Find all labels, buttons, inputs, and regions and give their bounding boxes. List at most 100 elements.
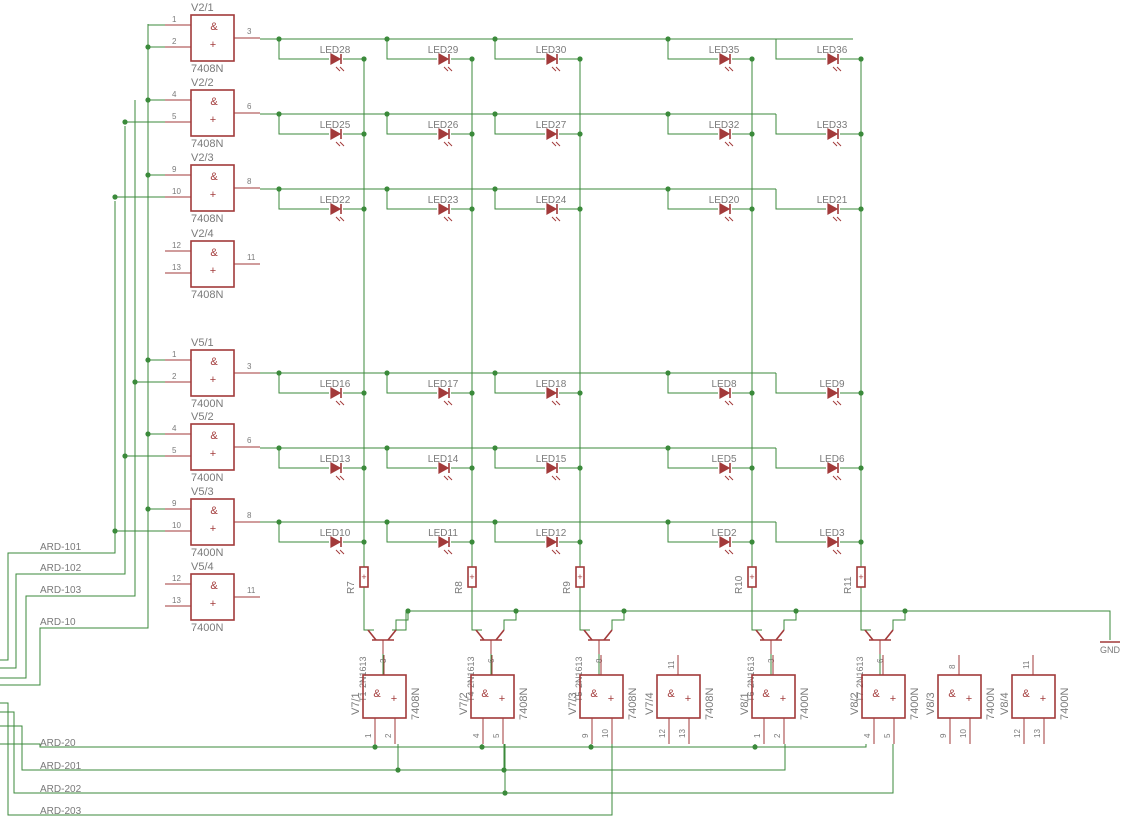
gate-and-symbol: & (481, 688, 489, 700)
gate-type: 7408N (410, 688, 422, 720)
junction-dot (145, 44, 151, 50)
led-triangle (546, 52, 558, 66)
led: LED15 (536, 454, 567, 481)
led-light-arrow (832, 400, 838, 406)
led-branch (278, 448, 329, 469)
led-light-arrow (724, 216, 730, 222)
led-label: LED6 (819, 454, 844, 465)
led-triangle (438, 127, 450, 141)
gate-name: V5/1 (191, 337, 214, 349)
pin-number: 13 (172, 263, 181, 272)
led-light-arrow (728, 549, 734, 555)
led-light-arrow (447, 400, 453, 406)
led: LED29 (428, 45, 459, 72)
led-branch (386, 448, 437, 469)
led-light-arrow (724, 400, 730, 406)
led-light-arrow (836, 141, 842, 147)
gate-power-symbol: + (499, 693, 505, 705)
led-label: LED12 (536, 528, 567, 539)
gate-type: 7408N (191, 289, 223, 301)
led-light-arrow (443, 400, 449, 406)
junction-dot (145, 97, 151, 103)
led-light-arrow (555, 216, 561, 222)
gate-and-symbol: & (210, 356, 218, 368)
led-branch (386, 39, 437, 60)
gate-type: 7408N (191, 138, 223, 150)
led: LED24 (536, 195, 567, 222)
pin-number: 11 (1022, 660, 1031, 669)
led-label: LED28 (320, 45, 351, 56)
pin-number: 5 (172, 112, 177, 121)
junction-dot (384, 111, 390, 117)
gate-name: V2/1 (191, 2, 214, 14)
resistor-to-transistor (363, 587, 374, 631)
gate-power-symbol: + (608, 693, 614, 705)
gate-and-symbol: & (762, 688, 770, 700)
junction-dot (384, 36, 390, 42)
led-branch (278, 522, 329, 543)
gate-name: V8/3 (925, 692, 937, 715)
gate-power-symbol: + (210, 523, 216, 535)
led-light-arrow (335, 475, 341, 481)
led-triangle (438, 535, 450, 549)
transistor-name: T5 (574, 691, 584, 702)
led-light-arrow (335, 66, 341, 72)
junction-dot (276, 111, 282, 117)
led: LED27 (536, 120, 567, 147)
transistor-type: 2N1613 (466, 656, 476, 688)
led-light-arrow (551, 66, 557, 72)
pin-number: 11 (247, 586, 256, 595)
gate-type: 7408N (704, 688, 716, 720)
gate-type: 7400N (1059, 688, 1071, 720)
led: LED25 (320, 120, 351, 147)
led-label: LED17 (428, 379, 459, 390)
led-triangle (546, 461, 558, 475)
resistor-body (856, 566, 866, 588)
led-light-arrow (335, 549, 341, 555)
resistor-to-transistor (579, 587, 590, 631)
components: GNDARD-20ARD-201ARD-202ARD-203ARD-101ARD… (40, 542, 1121, 817)
junction-dot (276, 519, 282, 525)
pin-number: 9 (581, 733, 590, 738)
junction-dot (145, 172, 151, 178)
led-light-arrow (339, 400, 345, 406)
resistor-body (467, 566, 477, 588)
pin-number: 8 (247, 511, 252, 520)
led: LED9 (819, 379, 845, 406)
net-ard10 (0, 511, 149, 686)
junction-dot (372, 744, 378, 750)
net-label: ARD-10 (40, 617, 76, 628)
led-branch (386, 522, 437, 543)
emitter-wire (395, 611, 409, 630)
led-light-arrow (339, 216, 345, 222)
gate-and-symbol: & (210, 21, 218, 33)
net-label: ARD-20 (40, 738, 76, 749)
led-light-arrow (335, 141, 341, 147)
resistor-to-transistor (751, 587, 762, 631)
transistor-type: 2N1613 (574, 656, 584, 688)
led-label: LED24 (536, 195, 567, 206)
pin-number: 5 (172, 446, 177, 455)
led-light-arrow (724, 141, 730, 147)
led-triangle (827, 461, 839, 475)
resistor-label: R9 (562, 581, 573, 594)
led-light-arrow (728, 475, 734, 481)
resistor-label: R8 (454, 581, 465, 594)
net-label: ARD-202 (40, 784, 82, 795)
led-light-arrow (832, 66, 838, 72)
junction-dot (665, 519, 671, 525)
led-light-arrow (836, 66, 842, 72)
junction-dot (276, 36, 282, 42)
led-light-arrow (339, 66, 345, 72)
led-triangle (546, 386, 558, 400)
led-branch (278, 114, 329, 135)
junction-dot (492, 370, 498, 376)
led-light-arrow (836, 400, 842, 406)
gate-and-symbol: & (872, 688, 880, 700)
led-label: LED3 (819, 528, 844, 539)
